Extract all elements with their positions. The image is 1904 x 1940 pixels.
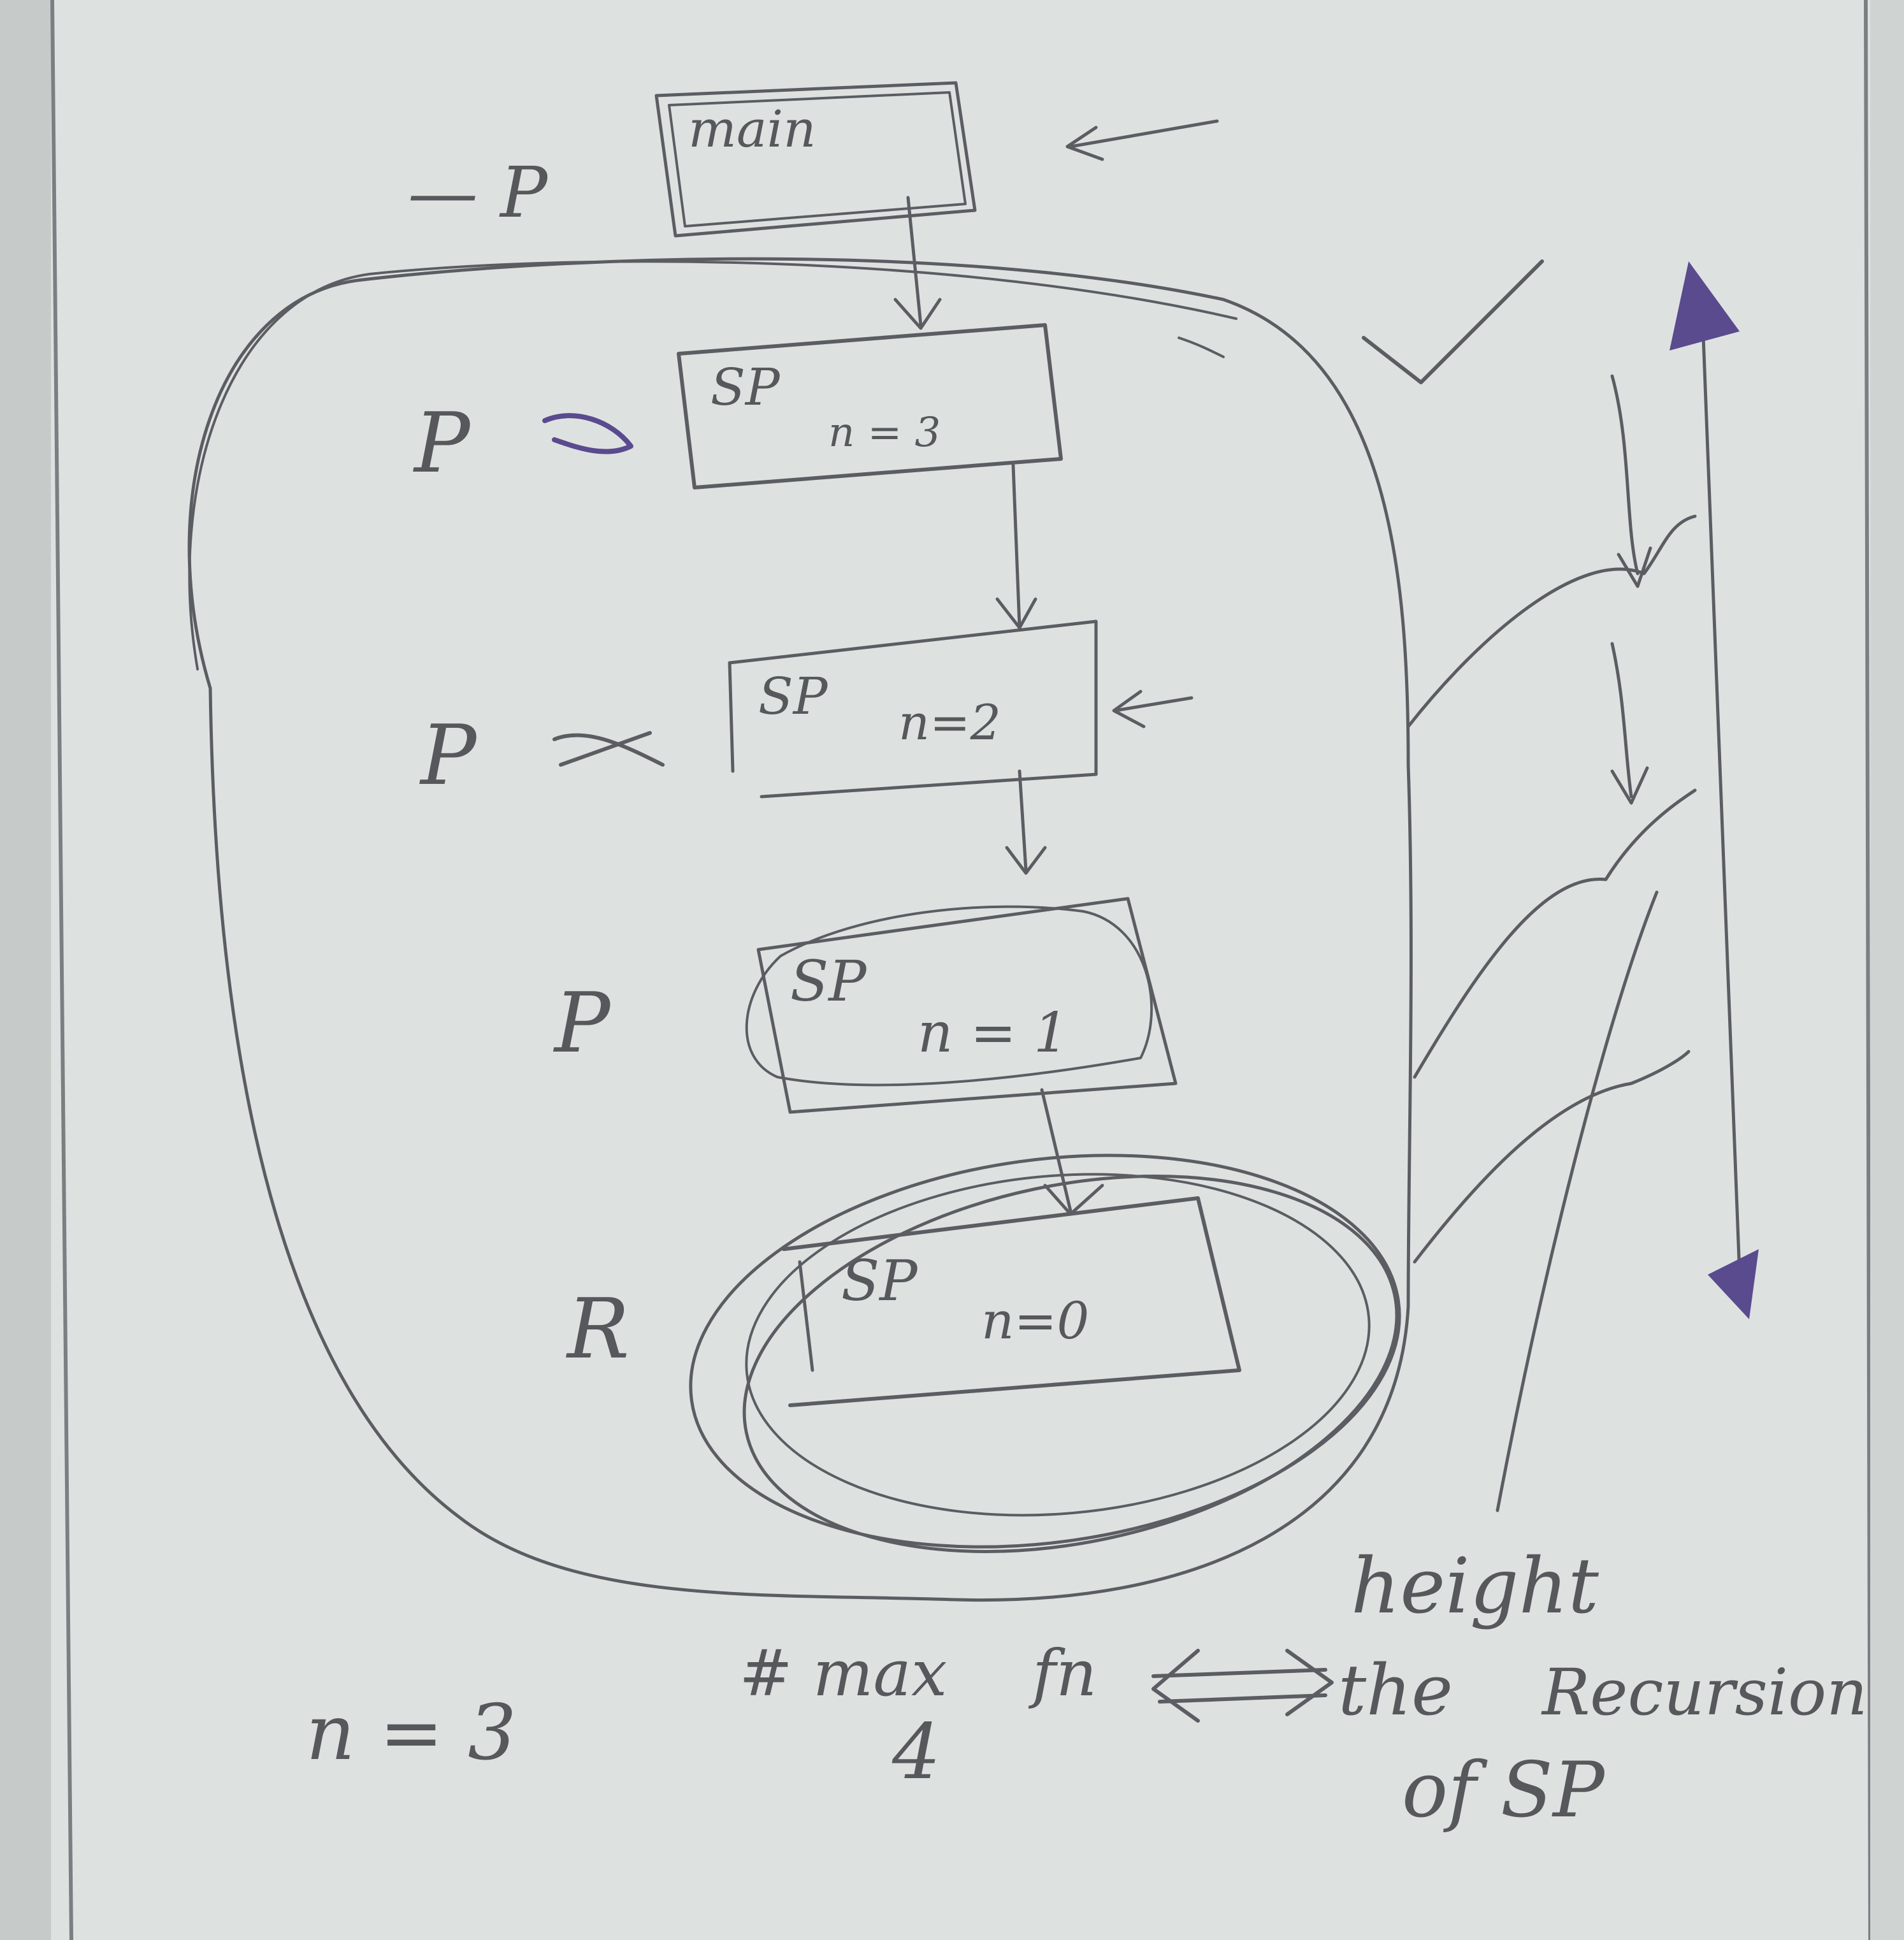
frame-sp-n3-title: SP [710,358,781,417]
pointer-arrow-main [1065,119,1219,161]
whiteboard-surface [51,0,1873,1940]
max-label: # max [739,1636,947,1711]
height-label: height [1351,1542,1599,1631]
double-arrow-icon [1151,1649,1334,1723]
frame-sp-n2-title: SP [758,667,828,726]
bottom-notes: n = 3 # max 4 fn height the Recursion of… [306,1542,1868,1835]
frame-sp-n3-value: n = 3 [828,409,941,456]
recursion-label: Recursion [1541,1655,1868,1730]
call-arrows [893,196,1104,1216]
frame-sp-n1: SP n = 1 [745,897,1178,1114]
frame-sp-n1-title: SP [790,948,867,1014]
relation-left: fn [1028,1636,1097,1711]
check-mark [1362,259,1544,384]
arrow-down-icon [1708,1249,1759,1319]
recursion-loop [187,257,1413,1602]
side-label-1: — P [408,152,549,233]
n-value-note: n = 3 [306,1689,516,1777]
of-sp-label: of SP [1402,1746,1606,1835]
side-label-2: P [413,395,472,491]
frame-sp-n3: SP n = 3 [677,323,1063,489]
max-value: 4 [891,1708,941,1797]
the-label: the [1338,1649,1453,1731]
stack-growth-marker [1406,261,1759,1512]
pointer-arrow-n2 [1112,690,1194,728]
frame-sp-n2-value: n=2 [898,694,1001,751]
frame-main: main [654,81,977,238]
side-labels: — P P P P R [408,152,665,1377]
arrow-up-icon [1670,261,1740,351]
frame-sp-n2: SP n=2 [728,619,1098,799]
side-label-5: R [566,1280,630,1377]
side-label-4: P [553,974,612,1071]
frame-sp-n0: SP n=0 [689,1154,1401,1553]
frame-sp-n0-title: SP [841,1248,918,1314]
side-label-3: P [419,707,478,804]
frame-main-title: main [688,99,816,159]
frame-sp-n0-value: n=0 [981,1291,1089,1350]
frame-sp-n1-value: n = 1 [918,1001,1069,1065]
